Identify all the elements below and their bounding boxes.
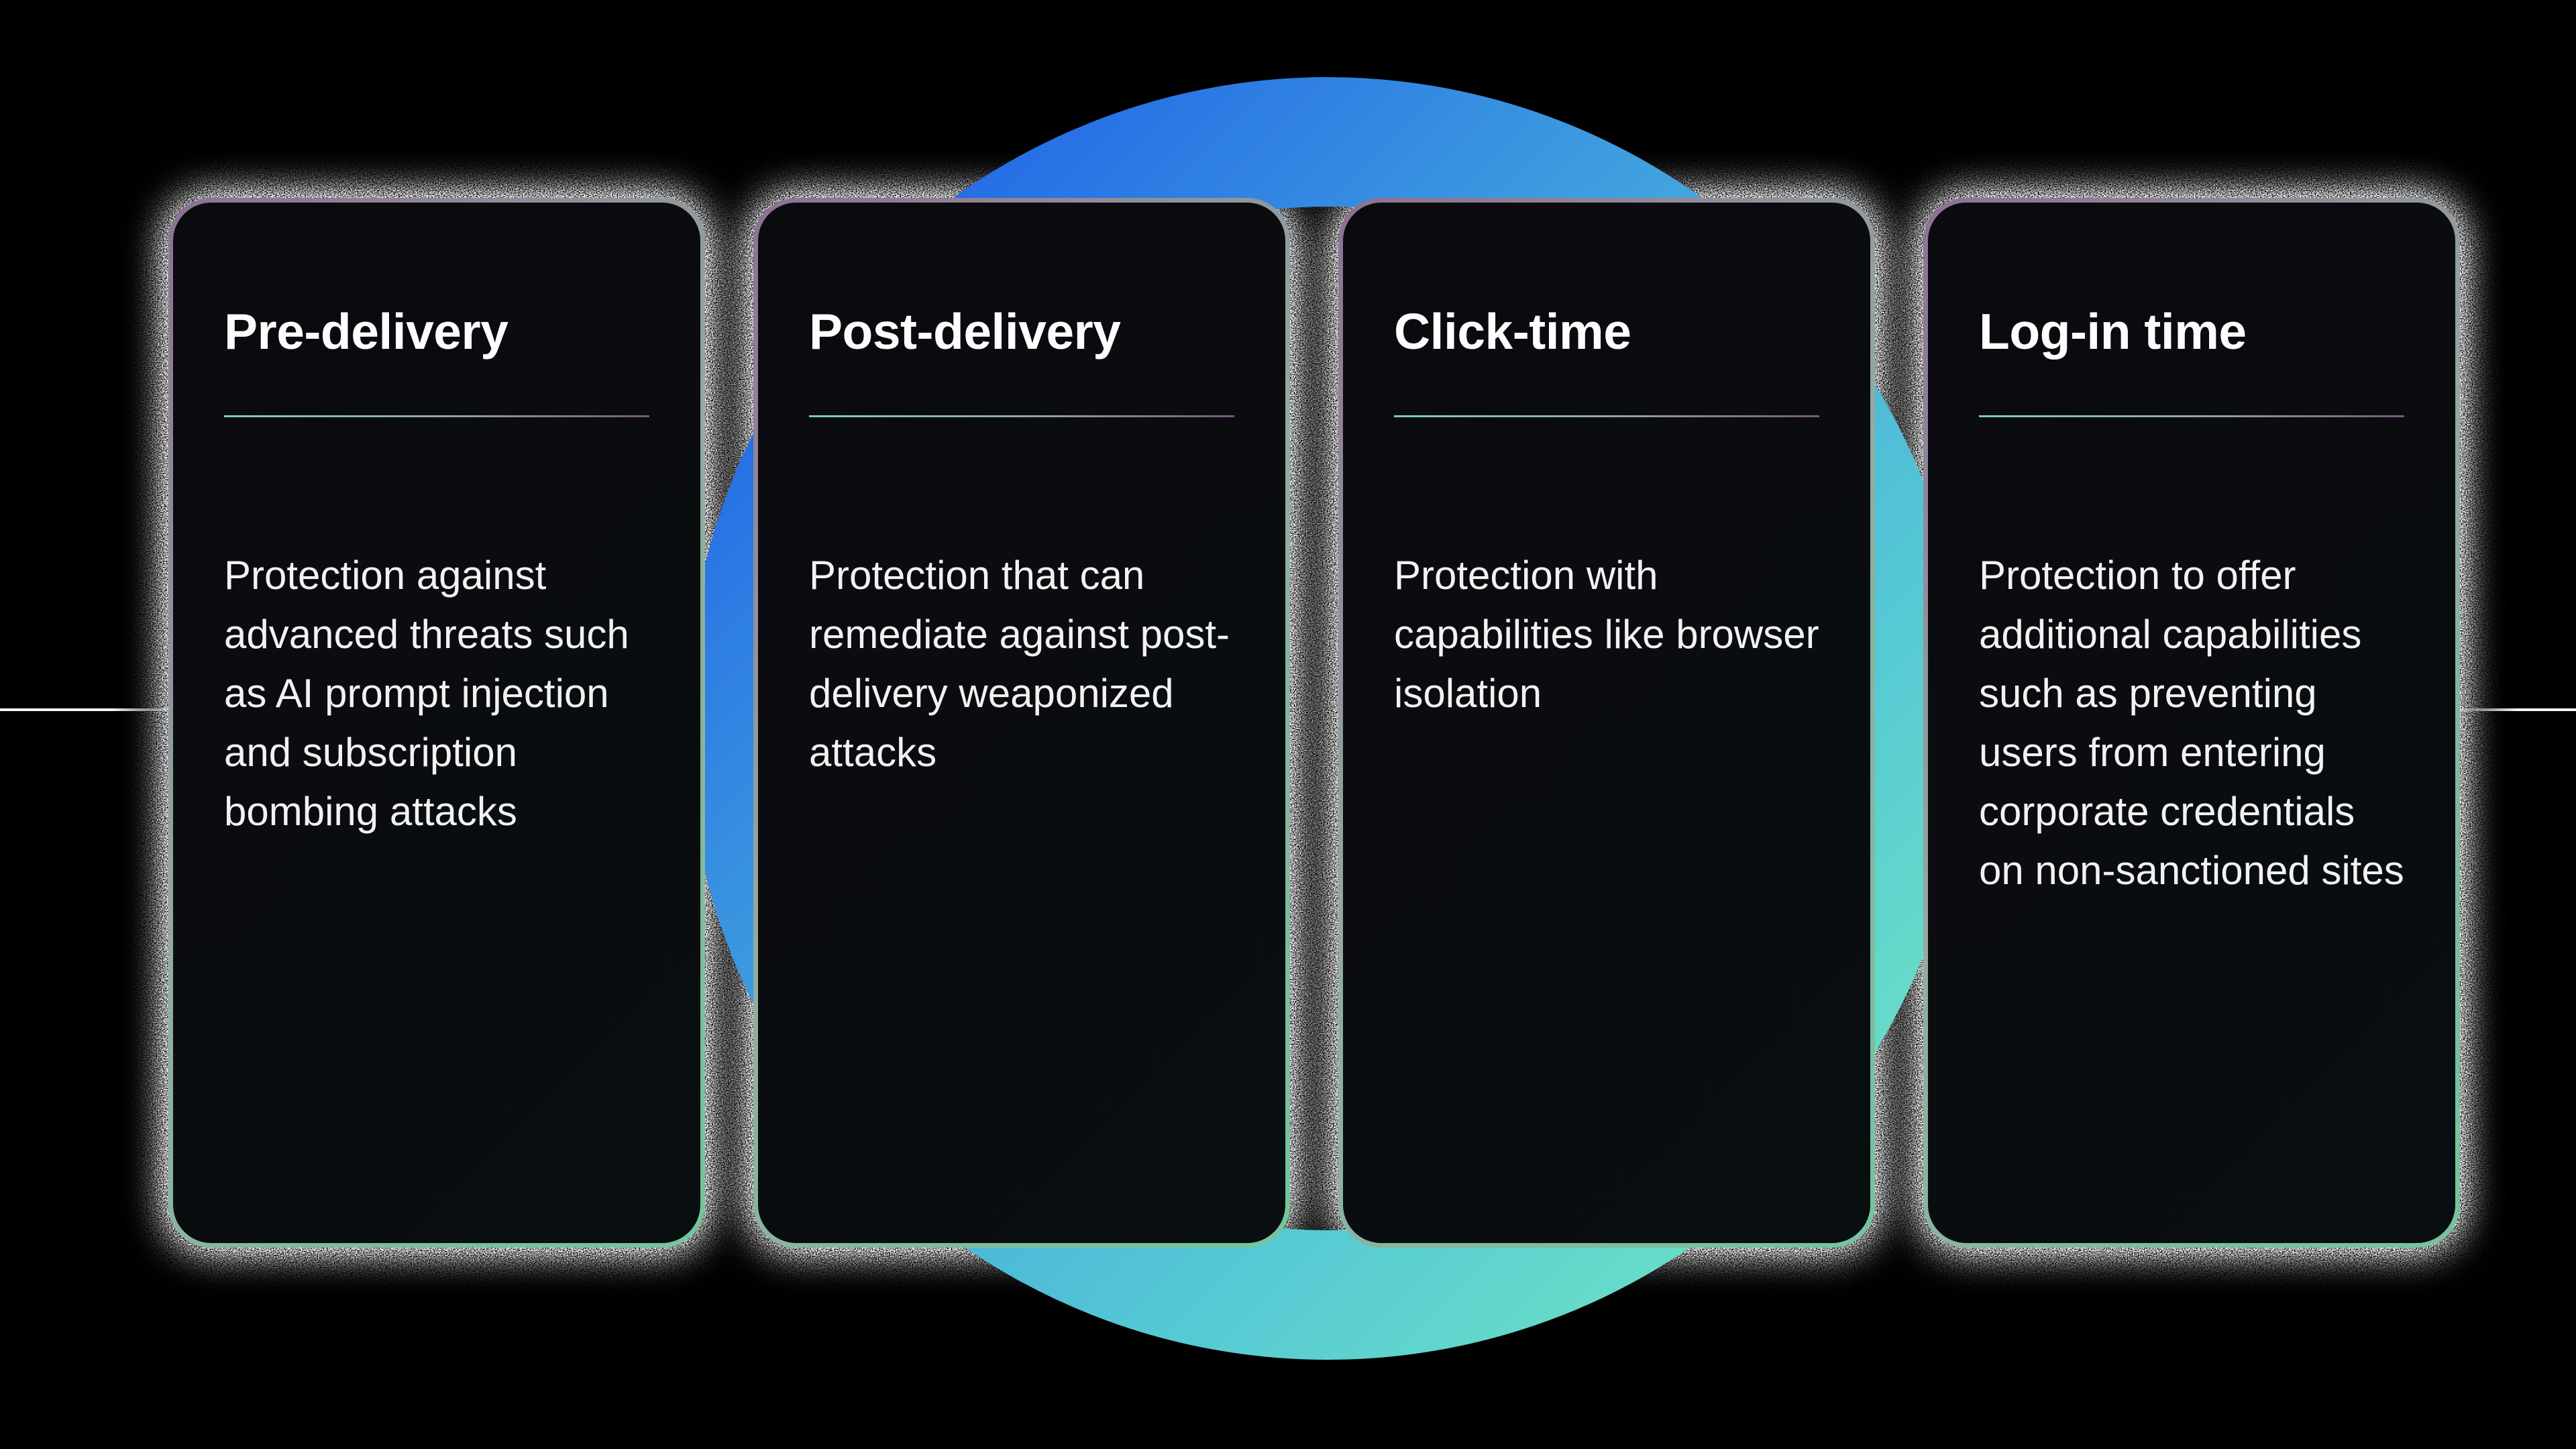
card-title: Log-in time — [1979, 303, 2247, 360]
card-body: Protection that can remediate against po… — [809, 553, 1230, 775]
card-body: Protection against advanced threats such… — [224, 553, 629, 834]
card-click-time: Click-time Protection with capabilities … — [1338, 198, 1875, 1248]
divider-line-left — [0, 708, 188, 711]
title-underline — [1394, 415, 1819, 417]
card-title: Pre-delivery — [224, 303, 508, 360]
card-log-in-time: Log-in time Protection to offer addition… — [1923, 198, 2460, 1248]
card-title: Post-delivery — [809, 303, 1121, 360]
title-underline — [1979, 415, 2404, 417]
divider-line-right — [2442, 708, 2576, 711]
card-post-delivery: Post-delivery Protection that can remedi… — [753, 198, 1290, 1248]
card-row: Pre-delivery Protection against advanced… — [168, 198, 2460, 1248]
card-title: Click-time — [1394, 303, 1631, 360]
title-underline — [809, 415, 1234, 417]
title-underline — [224, 415, 649, 417]
card-pre-delivery: Pre-delivery Protection against advanced… — [168, 198, 705, 1248]
card-body: Protection with capabilities like browse… — [1394, 553, 1819, 716]
card-body: Protection to offer additional capabilit… — [1979, 553, 2404, 893]
